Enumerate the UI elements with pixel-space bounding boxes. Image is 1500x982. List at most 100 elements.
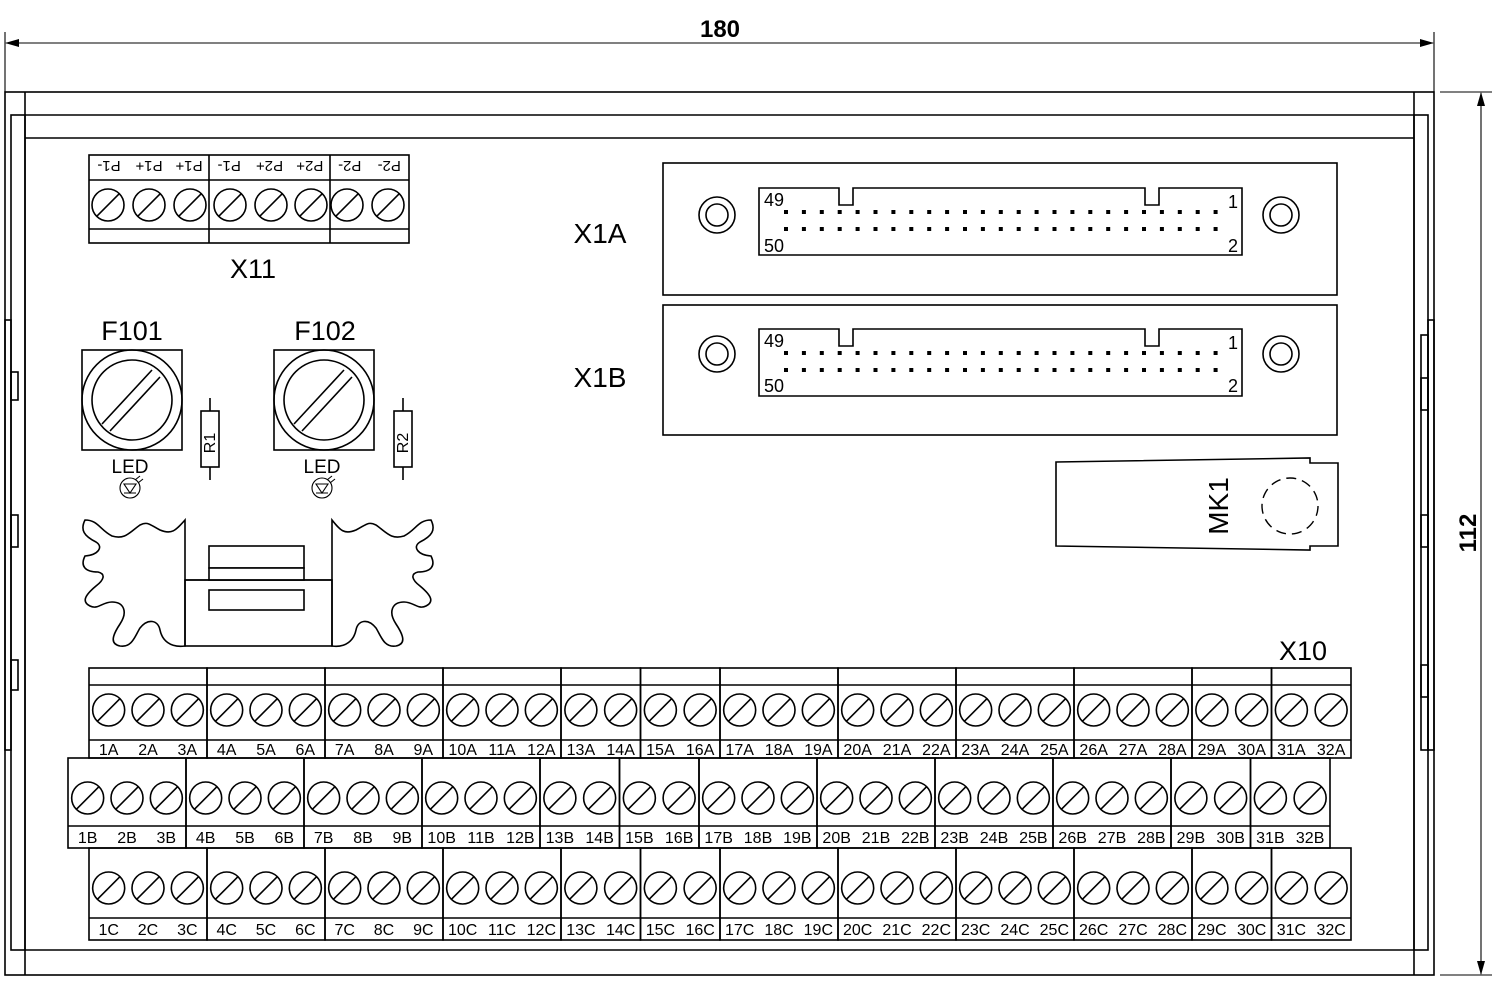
x10-terminal-label: 3A (178, 742, 198, 759)
connector-pin (873, 368, 878, 372)
x10-terminal-label: 1B (78, 830, 98, 847)
screw-terminal-icon (937, 781, 972, 815)
x10-terminal-label: 18A (765, 742, 794, 759)
connector-pin (837, 368, 842, 372)
connector-pin (819, 368, 824, 372)
mk1-label: MK1 (1203, 477, 1234, 535)
screw-terminal-icon (91, 188, 125, 222)
x10-terminal-label: 2C (138, 922, 158, 939)
connector-pin (945, 227, 950, 231)
connector-pin (1088, 351, 1093, 355)
x10-terminal-label: 9B (393, 830, 413, 847)
connector-pin (837, 227, 842, 231)
x10-terminal-label: 14B (585, 830, 613, 847)
screw-terminal-icon (445, 693, 480, 727)
x11-terminal-label: P2- (338, 157, 361, 174)
connector-pin (1213, 227, 1218, 231)
connector-pin (1106, 227, 1111, 231)
x10-terminal-label: 27B (1098, 830, 1126, 847)
screw-terminal-icon (662, 781, 696, 815)
screw-terminal-icon (762, 693, 796, 727)
screw-terminal-icon (1155, 871, 1190, 905)
connector-pin (1195, 368, 1200, 372)
x10-terminal-label: 9A (414, 742, 434, 759)
fuse-f101-label: F101 (101, 316, 163, 346)
connector-pin (819, 351, 824, 355)
x10-terminal-label: 31A (1277, 742, 1306, 759)
screw-terminal-icon (859, 781, 893, 815)
screw-terminal-icon (643, 693, 678, 727)
connector-pin (998, 368, 1003, 372)
screw-terminal-icon (977, 781, 1011, 815)
x10-terminal-label: 10A (448, 742, 477, 759)
connector-pin (1016, 227, 1021, 231)
screw-terminal-icon (1037, 693, 1072, 727)
x10-terminal-label: 5B (235, 830, 255, 847)
screw-terminal-icon (683, 693, 717, 727)
connector-pin (1034, 351, 1039, 355)
connector-pin (855, 210, 860, 214)
connector-pin (873, 227, 878, 231)
screw-terminal-icon (385, 781, 420, 815)
width-dimension: 180 (4, 16, 1435, 92)
x10-terminal-label: 16A (686, 742, 715, 759)
connector-pin (1142, 368, 1146, 372)
connector-pin (873, 351, 878, 355)
x10-terminal-label: 14C (606, 922, 635, 939)
screw-terminal-icon (367, 871, 401, 905)
x10-terminal-label: 32A (1317, 742, 1346, 759)
connector-pin (1070, 227, 1075, 231)
x10-terminal-label: 26A (1079, 742, 1108, 759)
connector-pin (855, 368, 860, 372)
screw-terminal-icon (998, 693, 1032, 727)
connector-x1a-label: X1A (574, 218, 627, 249)
x11-terminal-label: P1- (217, 157, 240, 174)
x10-terminal-label: 4B (196, 830, 216, 847)
screw-terminal-icon (406, 871, 441, 905)
screw-terminal-icon (367, 693, 401, 727)
x10-terminal-label: 18B (744, 830, 772, 847)
connector-pin (1159, 210, 1164, 214)
connector-pin (1177, 368, 1182, 372)
connector-pin (927, 351, 932, 355)
x10-terminal-label: 31B (1256, 830, 1284, 847)
screw-terminal-icon (327, 693, 362, 727)
screw-terminal-icon (622, 781, 657, 815)
ribbon-connectors: X1A X1B 49 50 1 2 49 50 1 2 (574, 162, 1338, 436)
screw-terminal-icon (209, 693, 244, 727)
pin-1-label: 1 (1228, 333, 1238, 353)
x10-terminal-label: 15C (646, 922, 675, 939)
x10-terminal-label: 25A (1040, 742, 1069, 759)
connector-pin (891, 227, 896, 231)
screw-terminal-icon (1274, 693, 1309, 727)
x10-terminal-label: 13C (566, 922, 595, 939)
connector-pin (819, 227, 824, 231)
connector-pin (855, 227, 860, 231)
connector-pin (801, 351, 806, 355)
x10-terminal-label: 23B (940, 830, 968, 847)
connector-pin (1070, 351, 1075, 355)
screw-terminal-icon (306, 781, 341, 815)
x10-terminal-label: 2B (117, 830, 137, 847)
connector-pin (1106, 351, 1111, 355)
connector-pin (784, 227, 788, 231)
x10-terminal-label: 20C (843, 922, 872, 939)
x10-terminal-label: 13B (546, 830, 574, 847)
fuse-f102-label: F102 (294, 316, 356, 346)
x10-terminal-group: 13C 14C (560, 847, 642, 941)
connector-pin (945, 351, 950, 355)
connector-pin (1088, 210, 1093, 214)
x10-terminal-label: 19C (804, 922, 833, 939)
